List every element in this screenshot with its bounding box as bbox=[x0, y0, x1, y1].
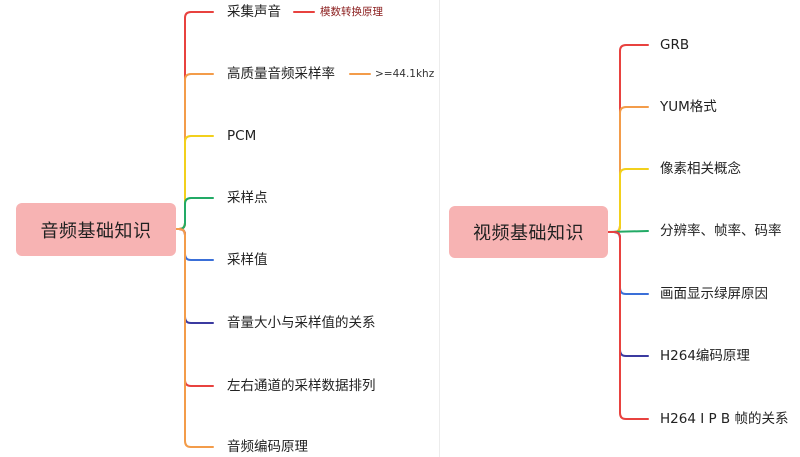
audio-note-44khz[interactable]: >=44.1khz bbox=[375, 68, 435, 80]
audio-connector-4 bbox=[175, 228, 214, 261]
video-root-node[interactable]: 视频基础知识 bbox=[449, 206, 608, 258]
audio-connector-0 bbox=[175, 11, 214, 230]
audio-connector-1 bbox=[175, 73, 214, 230]
audio-item-capture-sound[interactable]: 采集声音 bbox=[227, 4, 281, 20]
audio-connector-6 bbox=[175, 228, 214, 387]
audio-connector-7 bbox=[175, 228, 214, 448]
audio-item-sample-point[interactable]: 采样点 bbox=[227, 190, 268, 206]
audio-item-pcm[interactable]: PCM bbox=[227, 128, 257, 144]
video-connector-6 bbox=[607, 231, 649, 420]
video-connector-0 bbox=[607, 44, 649, 233]
audio-item-volume-relation[interactable]: 音量大小与采样值的关系 bbox=[227, 315, 376, 331]
audio-note-adc-principle[interactable]: 模数转换原理 bbox=[320, 6, 383, 18]
video-item-h264-ipb-frames[interactable]: H264 I P B 帧的关系 bbox=[660, 411, 789, 427]
panel-divider bbox=[439, 0, 440, 457]
video-item-yuv-format[interactable]: YUM格式 bbox=[660, 99, 717, 115]
video-item-green-screen-cause[interactable]: 画面显示绿屏原因 bbox=[660, 286, 768, 302]
video-connector-2 bbox=[607, 168, 649, 233]
video-item-h264-encoding[interactable]: H264编码原理 bbox=[660, 348, 750, 364]
video-root-label: 视频基础知识 bbox=[473, 223, 584, 244]
audio-item-sample-value[interactable]: 采样值 bbox=[227, 252, 268, 268]
audio-connector-2 bbox=[175, 135, 214, 230]
video-item-resolution-fps-bitrate[interactable]: 分辨率、帧率、码率 bbox=[660, 223, 782, 239]
video-item-pixel-concepts[interactable]: 像素相关概念 bbox=[660, 161, 741, 177]
audio-root-node[interactable]: 音频基础知识 bbox=[16, 203, 176, 256]
audio-item-channel-layout[interactable]: 左右通道的采样数据排列 bbox=[227, 378, 376, 394]
audio-item-audio-encoding[interactable]: 音频编码原理 bbox=[227, 439, 308, 455]
audio-connector-3 bbox=[175, 197, 214, 230]
video-item-grb[interactable]: GRB bbox=[660, 37, 690, 53]
video-connector-4 bbox=[607, 231, 649, 295]
audio-item-sample-rate[interactable]: 高质量音频采样率 bbox=[227, 66, 335, 82]
audio-root-label: 音频基础知识 bbox=[40, 220, 152, 242]
audio-connector-5 bbox=[175, 228, 214, 324]
